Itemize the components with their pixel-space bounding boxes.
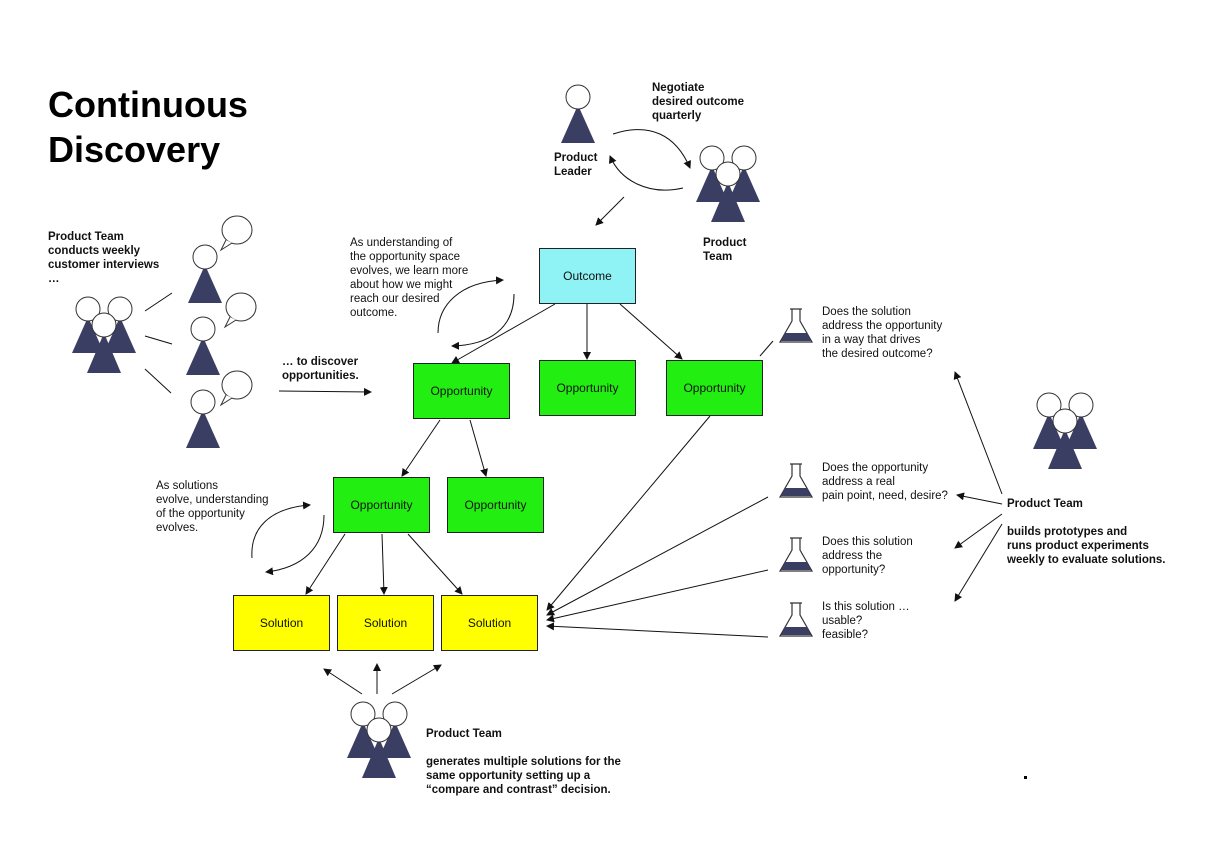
page-title: Continuous Discovery (48, 84, 248, 170)
flask-icon (778, 537, 814, 572)
team-right-heading: Product Team (1007, 498, 1083, 510)
question-2-label: Does the opportunity address a real pain… (822, 462, 948, 502)
weekly-interviews-label: Product Team conducts weekly customer in… (48, 231, 160, 285)
flask-icon (778, 602, 814, 637)
line-interview-1 (144, 292, 173, 312)
team-icon (696, 145, 760, 222)
solution-box[interactable]: Solution (337, 595, 434, 651)
flask-icon (778, 308, 814, 343)
loop-understanding-1 (437, 276, 504, 334)
understanding-space-label: As understanding of the opportunity spac… (350, 237, 469, 319)
opportunity-box[interactable]: Opportunity (539, 360, 636, 416)
solutions-evolve-label: As solutions evolve, understanding of th… (156, 480, 269, 534)
opportunity-box[interactable]: Opportunity (413, 363, 510, 419)
edge-opp3-sol3 (546, 415, 711, 611)
team-bottom-body: generates multiple solutions for the sam… (426, 756, 621, 796)
speech-bubble-icon (223, 292, 257, 329)
arrow-team-q3 (954, 513, 1003, 549)
arrow-team-q1 (953, 371, 1003, 495)
product-team-top-label: Product Team (703, 237, 747, 263)
person-icon (188, 244, 222, 303)
edge-flask4-sol3 (546, 622, 769, 638)
edge-opp4-sol2 (379, 533, 388, 595)
arrow-team-q2 (956, 492, 1003, 505)
stray-dot (1024, 776, 1027, 779)
edge-flask3-sol3 (546, 569, 769, 623)
outcome-box[interactable]: Outcome (539, 248, 636, 304)
team-bottom-heading: Product Team (426, 728, 502, 740)
person-icon (561, 84, 595, 143)
speech-bubble-icon (219, 370, 253, 407)
loop-solutions-2 (265, 514, 325, 576)
team-right-label: Product Team builds prototypes and runs … (1007, 483, 1166, 581)
solution-box[interactable]: Solution (233, 595, 330, 651)
edge-opp1-opp5 (469, 419, 488, 477)
flask-icon (778, 463, 814, 498)
team-icon (347, 701, 411, 778)
edge-opp1-opp4 (401, 419, 441, 477)
arrow-negotiate-1 (612, 129, 691, 169)
edge-opp4-sol3 (407, 533, 463, 595)
arrow-negotiate-2 (609, 155, 684, 191)
arrow-team-q4 (954, 523, 1003, 602)
team-icon (1033, 392, 1097, 469)
loop-solutions-1 (251, 501, 311, 559)
question-1-label: Does the solution address the opportunit… (822, 306, 943, 360)
opportunity-box[interactable]: Opportunity (666, 360, 763, 416)
team-right-body: builds prototypes and runs product exper… (1007, 526, 1166, 566)
arrow-to-discover (278, 387, 372, 396)
edge-opp4-sol1 (305, 533, 346, 595)
to-discover-label: … to discover opportunities. (282, 356, 359, 382)
edge-outcome-opp3 (619, 303, 683, 360)
arrow-bottom-sol3 (391, 664, 442, 695)
speech-bubble-icon (219, 215, 253, 252)
negotiate-label: Negotiate desired outcome quarterly (652, 82, 745, 122)
question-4-label: Is this solution … usable? feasible? (822, 601, 910, 641)
opportunity-box[interactable]: Opportunity (447, 477, 544, 533)
line-interview-2 (144, 335, 173, 345)
product-leader-label: Product Leader (554, 152, 598, 178)
person-icon (186, 316, 220, 375)
team-icon (72, 296, 136, 373)
team-bottom-label: Product Team generates multiple solution… (426, 713, 621, 811)
edge-outcome-opp1 (451, 303, 556, 364)
question-3-label: Does this solution address the opportuni… (822, 536, 913, 576)
edge-flask1-opp3 (759, 340, 774, 357)
person-icon (186, 389, 220, 448)
arrow-leader-outcome (595, 196, 625, 226)
solution-box[interactable]: Solution (441, 595, 538, 651)
opportunity-box[interactable]: Opportunity (333, 477, 430, 533)
edge-flask2-sol3 (546, 496, 769, 616)
arrow-bottom-sol1 (323, 668, 363, 695)
line-interview-3 (144, 368, 172, 394)
loop-understanding-2 (451, 293, 515, 350)
